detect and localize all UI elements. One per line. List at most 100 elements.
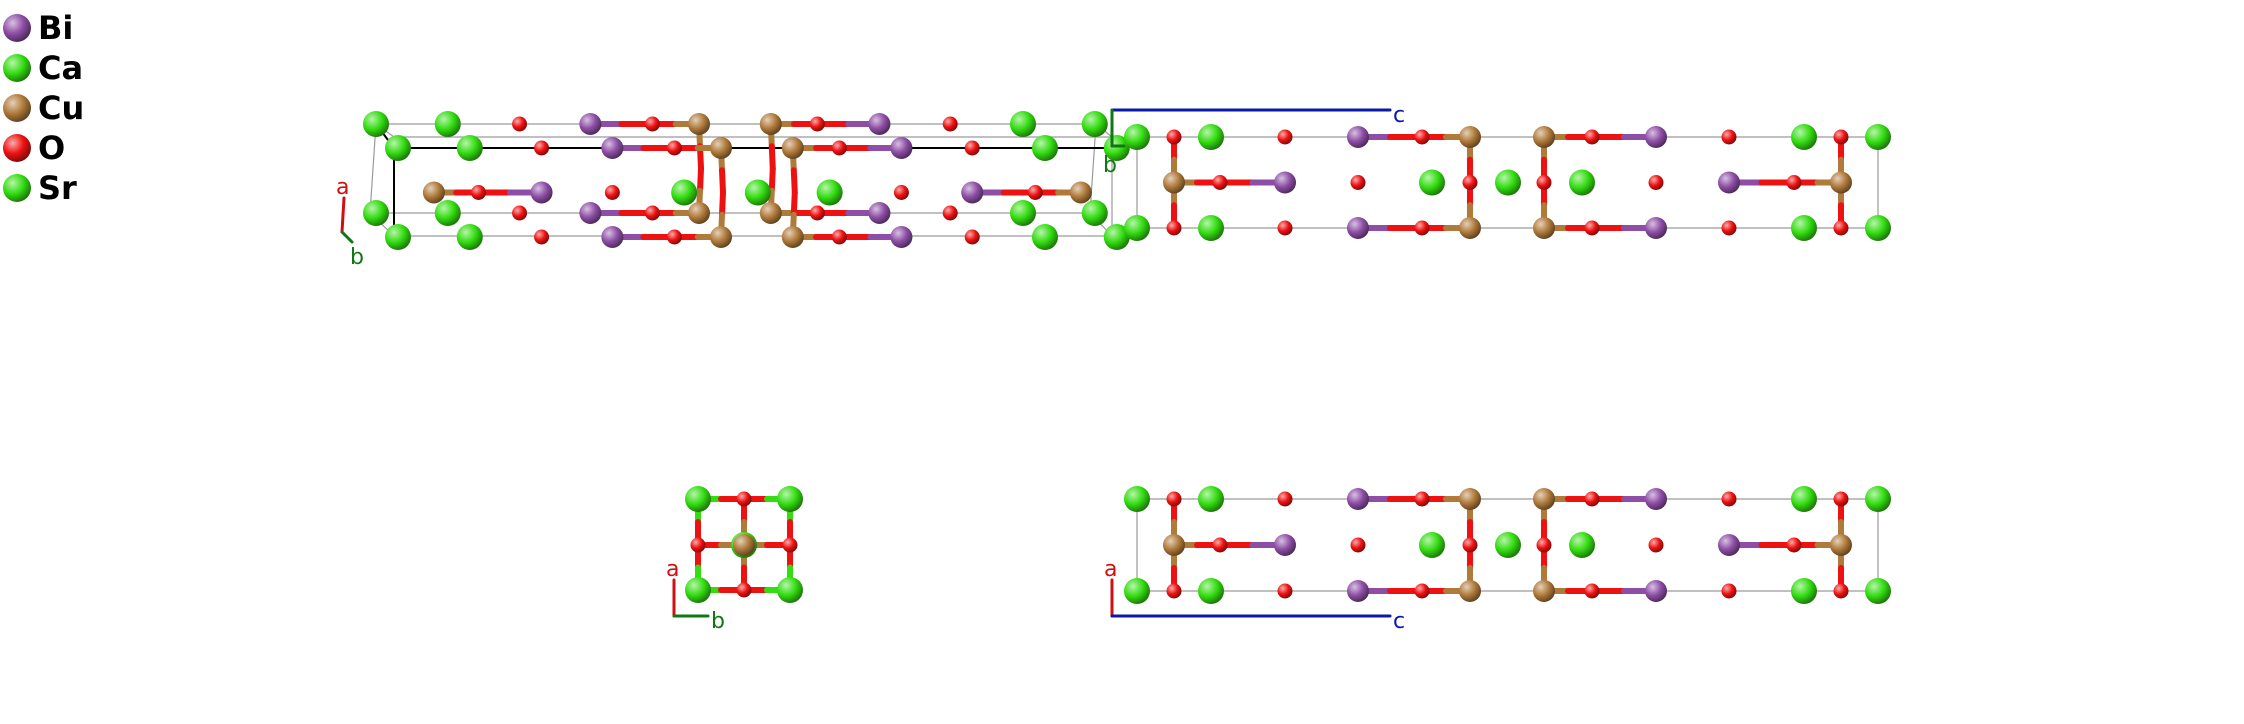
oxygen-atom (1536, 175, 1552, 190)
calcium-atom (434, 111, 461, 137)
legend-item-sr: Sr (2, 168, 84, 208)
unit-cell-edge (369, 123, 377, 214)
view-along-b: ac (1104, 486, 1891, 634)
oxygen-atom (1833, 491, 1849, 507)
calcium-atom (1198, 578, 1224, 604)
bond (719, 189, 727, 218)
oxygen-atom (964, 229, 980, 245)
calcium-atom (1198, 124, 1224, 150)
oxygen-atom (1721, 583, 1737, 599)
calcium-atom (1569, 532, 1595, 558)
copper-atom (781, 226, 804, 248)
bismuth-atom (601, 226, 624, 248)
calcium-atom (1124, 124, 1150, 150)
axis-label-a: a (336, 175, 349, 200)
calcium-atom (385, 224, 411, 250)
legend-label: Cu (38, 89, 85, 127)
calcium-atom (1791, 578, 1817, 604)
calcium-atom (1791, 215, 1817, 241)
o-atom-icon (3, 134, 31, 162)
oxygen-atom (964, 140, 980, 156)
calcium-atom (1124, 578, 1150, 604)
calcium-atom (1031, 135, 1058, 161)
axis-b (340, 230, 354, 244)
bismuth-atom (1718, 171, 1740, 194)
bismuth-atom (1274, 171, 1296, 194)
oxygen-atom (1833, 220, 1849, 236)
oxygen-atom (1584, 129, 1600, 145)
oxygen-atom (1584, 583, 1600, 599)
oxygen-atom (831, 140, 847, 156)
oxygen-atom (1212, 175, 1228, 190)
legend-label: Sr (38, 169, 77, 207)
oxygen-atom (1212, 537, 1228, 553)
calcium-atom (456, 135, 483, 161)
oxygen-atom (1166, 491, 1182, 507)
bismuth-atom (890, 226, 913, 248)
oxygen-atom (1350, 537, 1366, 553)
bismuth-atom (1718, 534, 1740, 556)
calcium-atom (1865, 124, 1891, 150)
oxygen-atom (1277, 583, 1293, 599)
oxygen-atom (1414, 129, 1430, 145)
legend-item-o: O (2, 128, 84, 168)
bond (697, 165, 705, 194)
oxygen-atom (942, 116, 958, 132)
copper-atom (688, 202, 711, 224)
legend-item-cu: Cu (2, 88, 84, 128)
oxygen-atom (809, 205, 825, 221)
calcium-atom (1103, 224, 1130, 250)
calcium-atom (1198, 215, 1224, 241)
oxygen-atom (1584, 220, 1600, 236)
bond (768, 143, 776, 172)
bi-atom-icon (3, 14, 31, 42)
oxygen-atom (644, 116, 660, 132)
oxygen-atom (471, 185, 487, 200)
bond (719, 167, 727, 196)
cu-atom-icon (3, 94, 31, 122)
bismuth-atom (1645, 488, 1667, 510)
bond (790, 189, 798, 218)
legend-item-ca: Ca (2, 48, 84, 88)
oxygen-atom (534, 229, 550, 245)
calcium-atom (1009, 200, 1036, 226)
copper-atom (710, 137, 733, 159)
calcium-atom (1495, 532, 1521, 558)
calcium-atom (1791, 124, 1817, 150)
oxygen-atom (1833, 129, 1849, 145)
calcium-atom (363, 111, 389, 137)
calcium-atom (434, 200, 461, 226)
oxygen-atom (666, 140, 682, 156)
copper-atom (422, 181, 445, 204)
axis-label-b: b (350, 245, 364, 270)
copper-atom (1459, 580, 1481, 602)
oxygen-atom (1721, 129, 1737, 145)
oxygen-atom (1166, 129, 1182, 145)
bismuth-atom (1347, 126, 1369, 148)
axis-label-a: a (666, 557, 679, 582)
view-along-a: cb (1103, 103, 1891, 241)
oxygen-atom (604, 185, 620, 200)
copper-atom (759, 113, 782, 135)
bismuth-atom (579, 113, 602, 135)
axis-a (340, 196, 346, 234)
legend-label: Ca (38, 49, 84, 87)
bismuth-atom (1347, 217, 1369, 239)
calcium-atom (1009, 111, 1036, 137)
calcium-atom (1791, 486, 1817, 512)
bismuth-atom (530, 181, 553, 204)
calcium-atom (1495, 169, 1521, 196)
legend-label: Bi (38, 9, 74, 47)
calcium-atom (685, 577, 711, 603)
axis-label-a: a (1104, 557, 1117, 582)
copper-atom (1533, 488, 1555, 510)
copper-atom (1459, 217, 1481, 239)
calcium-atom (1865, 578, 1891, 604)
unit-cell-edge (1089, 123, 1097, 214)
view-along-c: ab (666, 486, 803, 634)
copper-atom (1163, 171, 1185, 194)
bond (790, 167, 798, 196)
oxygen-atom (1648, 175, 1664, 190)
